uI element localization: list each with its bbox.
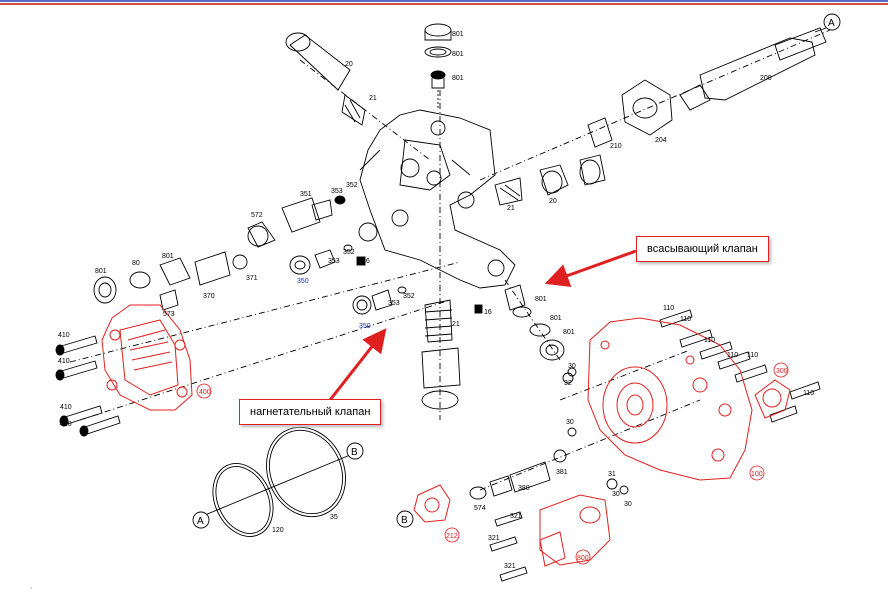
reference-marks	[192, 13, 841, 529]
label-32: 32	[564, 380, 572, 387]
label-400: 400	[199, 389, 211, 396]
label-801-h: 801	[563, 329, 575, 336]
label-801-b: 801	[452, 75, 464, 82]
label-110-a: 110	[663, 305, 674, 312]
pump-housing	[359, 109, 516, 289]
label-801-a: 801	[452, 51, 464, 58]
top-border-blue	[0, 0, 888, 2]
label-381: 381	[556, 469, 568, 476]
label-110-d: 110	[727, 352, 738, 359]
label-110-e: 110	[747, 352, 758, 359]
ref-a-top: A	[828, 18, 835, 29]
label-110-c: 110	[704, 337, 715, 344]
label-204: 204	[655, 137, 667, 144]
label-353-c: 353	[388, 300, 400, 307]
label-30-a: 30	[568, 363, 576, 370]
label-16-b: 16	[484, 309, 492, 316]
callout-suction-valve: всасывающий клапан	[636, 236, 769, 262]
ref-b-left: B	[401, 515, 408, 526]
label-110-f: 110	[803, 390, 814, 397]
label-801-d: 801	[162, 253, 174, 260]
label-371: 371	[246, 275, 258, 282]
label-380: 380	[518, 485, 530, 492]
label-350-a: 350	[297, 278, 309, 285]
svg-text:·: ·	[30, 585, 32, 592]
label-21-low: 21	[452, 321, 460, 328]
label-410-b: 410	[58, 358, 70, 365]
label-321-c: 321	[504, 563, 516, 570]
label-21-top: 21	[369, 95, 377, 102]
label-30-d: 30	[624, 501, 632, 508]
label-410-c: 410	[60, 404, 72, 411]
label-35: 35	[330, 514, 338, 521]
exploded-pump-diagram: A A B B 20 21 801 801 801 200 204 210 21…	[30, 13, 841, 592]
ref-a-bottom: A	[197, 516, 204, 527]
arrow-suction-valve	[544, 249, 637, 287]
label-300: 300	[776, 368, 788, 375]
label-30-b: 30	[566, 419, 574, 426]
label-20-mid: 20	[549, 198, 557, 205]
label-801-e: 801	[95, 268, 107, 275]
label-110-b: 110	[680, 316, 691, 323]
top-border	[0, 0, 888, 6]
ref-b-ring: B	[351, 447, 358, 458]
label-120: 120	[272, 527, 284, 534]
label-30-c: 30	[612, 491, 620, 498]
valve-300	[754, 379, 791, 419]
callout-pressure-valve: нагнетательный клапан	[239, 399, 382, 425]
label-801-c: 801	[452, 31, 464, 38]
label-574: 574	[474, 505, 486, 512]
label-31: 31	[608, 471, 616, 478]
label-16-a: 16	[362, 258, 370, 265]
label-80: 80	[132, 260, 140, 267]
label-801-f: 801	[535, 296, 547, 303]
label-353-b: 353	[328, 258, 340, 265]
arrow-pressure-valve	[328, 328, 387, 401]
label-352-b: 352	[343, 249, 355, 256]
valve-800	[539, 494, 611, 566]
label-352-c: 352	[403, 293, 415, 300]
label-20-top: 20	[345, 61, 353, 68]
label-21-mid: 21	[507, 205, 515, 212]
flange-212	[413, 484, 451, 523]
label-321-a: 321	[510, 513, 522, 520]
label-350-b: 350	[359, 323, 371, 330]
label-801-g: 801	[550, 315, 562, 322]
label-212: 212	[446, 533, 458, 540]
label-200: 200	[760, 75, 772, 82]
top-border-red	[0, 3, 888, 5]
label-210: 210	[610, 143, 622, 150]
label-321-b: 321	[488, 535, 500, 542]
label-100: 100	[751, 471, 763, 478]
label-410-d: 410	[60, 421, 72, 428]
housing-100	[587, 317, 753, 481]
label-573: 573	[163, 311, 175, 318]
label-800: 800	[577, 555, 589, 562]
label-370: 370	[203, 293, 215, 300]
cover-400	[101, 304, 193, 411]
label-410-a: 410	[58, 332, 70, 339]
label-351: 351	[300, 191, 312, 198]
label-353-a: 353	[331, 188, 343, 195]
label-352-a: 352	[346, 182, 358, 189]
label-572: 572	[251, 212, 263, 219]
